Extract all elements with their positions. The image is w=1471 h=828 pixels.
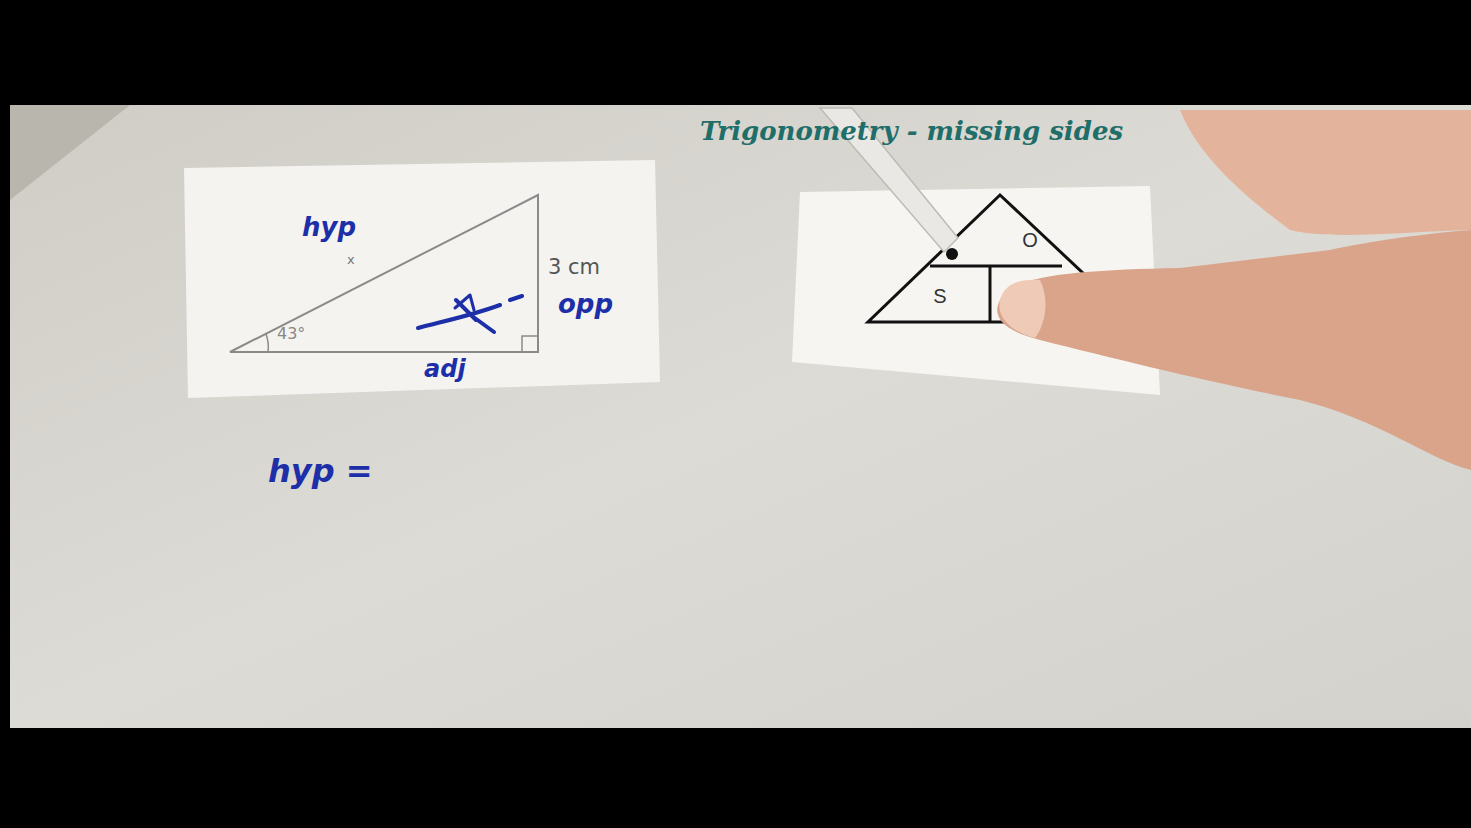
dimension: 3 cm [548, 255, 600, 279]
fingernail [999, 280, 1045, 338]
finger [1180, 110, 1471, 235]
paper-shadow [10, 105, 130, 200]
right-angle-mark [522, 336, 538, 352]
handwritten-label: hyp = [268, 452, 373, 490]
divider [989, 266, 992, 322]
pen-scribble [418, 296, 522, 332]
divider [930, 265, 1062, 268]
pen-scribble [455, 295, 474, 310]
angle-arc [266, 334, 268, 352]
formula-cell: S [920, 280, 960, 312]
cell-letter: S [933, 285, 946, 308]
card [184, 160, 660, 398]
pen-tip [946, 248, 958, 260]
variable-mark: x [347, 252, 355, 267]
formula-cell: O [1010, 224, 1050, 256]
hand [997, 230, 1471, 470]
paper-ground [10, 105, 1471, 728]
cell-letter: O [1022, 229, 1038, 252]
handwritten-label: adj [424, 355, 466, 383]
handwritten-title: Trigonometry - missing sides [700, 116, 1123, 146]
angle-value: 43° [277, 324, 305, 343]
handwritten-label: hyp [302, 212, 356, 242]
handwritten-label: opp [558, 289, 613, 319]
right-triangle [230, 195, 538, 352]
